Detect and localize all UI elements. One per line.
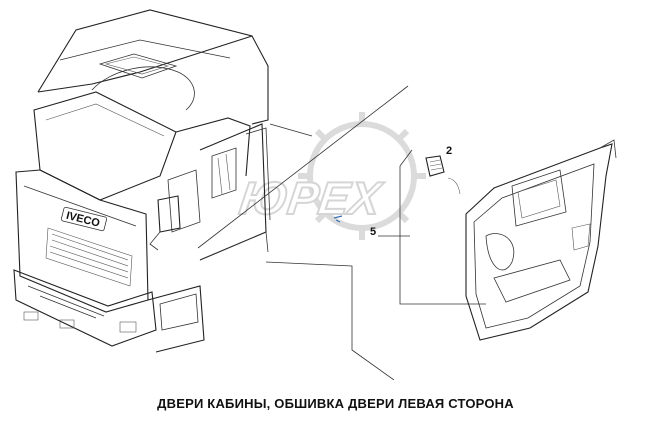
brand-logo: IVECO [65, 210, 102, 230]
grille [45, 227, 133, 287]
callout-5: 5 [370, 226, 376, 238]
callout-2: 2 [446, 145, 452, 157]
door-trim-panel: 5 [370, 139, 617, 341]
pen-mark [333, 215, 343, 223]
watermark: ЮРЕХ [236, 112, 426, 240]
diagram-caption: ДВЕРИ КАБИНЫ, ОБШИВКА ДВЕРИ ЛЕВАЯ СТОРОН… [157, 396, 514, 411]
watermark-text: ЮРЕХ [237, 172, 387, 224]
leader-lines [197, 85, 486, 380]
truck-cab: IVECO [13, 9, 271, 353]
parts-diagram: ЮРЕХ IVECO [13, 9, 617, 380]
door-clip: 2 [425, 145, 461, 195]
gear-icon [298, 112, 426, 240]
